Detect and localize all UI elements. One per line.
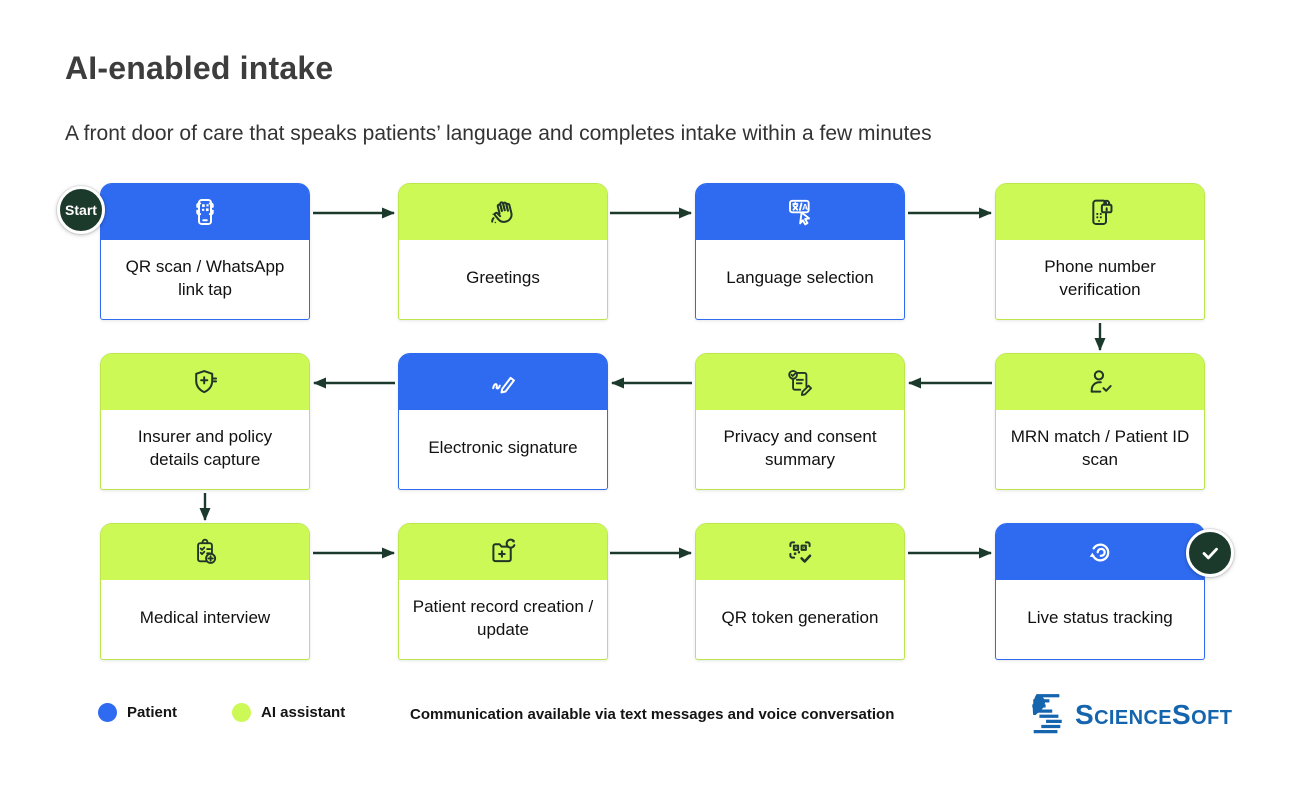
flow-step-language-selection: Language selection (695, 183, 905, 320)
flow-step-privacy-consent: Privacy and consent summary (695, 353, 905, 490)
flow-step-label: QR scan / WhatsApp link tap (125, 257, 285, 299)
flow-step-mrn-match: MRN match / Patient ID scan (995, 353, 1205, 490)
done-check-badge (1186, 529, 1234, 577)
language-translate-icon (784, 196, 816, 228)
sciencesoft-logo-text: ScienceSoft (1075, 699, 1233, 730)
qr-scan-phone-icon (189, 196, 221, 228)
check-icon (1202, 547, 1218, 560)
legend-patient-label: Patient (127, 704, 178, 721)
patient-id-check-icon (1084, 366, 1116, 398)
flow-step-label: Privacy and consent summary (723, 427, 877, 469)
flow-step-label: Language selection (726, 268, 874, 288)
waving-hand-icon (487, 196, 519, 228)
patient-record-folder-icon (487, 536, 519, 568)
flow-step-label: Live status tracking (1027, 608, 1173, 628)
medical-checklist-icon (189, 536, 221, 568)
start-badge: Start (57, 186, 105, 234)
flow-step-insurer-policy: Insurer and policy details capture (100, 353, 310, 490)
flow-step-electronic-signature: Electronic signature (398, 353, 608, 490)
page-title: AI-enabled intake (65, 50, 334, 86)
start-badge-label: Start (65, 202, 97, 218)
flow-step-qr-scan-whatsapp: QR scan / WhatsApp link tap (100, 183, 310, 320)
live-status-refresh-icon (1084, 536, 1116, 568)
flow-step-phone-verification: Phone number verification (995, 183, 1205, 320)
flow-step-medical-interview: Medical interview (100, 523, 310, 660)
communication-note: Communication available via text message… (410, 706, 895, 723)
flow-step-label: Medical interview (139, 608, 271, 628)
legend-ai-assistant: AI assistant (232, 703, 345, 722)
flow-step-qr-token: QR token generation (695, 523, 905, 660)
flow-step-greetings: Greetings (398, 183, 608, 320)
ai-assistant-color-dot (232, 703, 251, 722)
flow-step-label: QR token generation (721, 608, 879, 628)
flow-step-label: Patient record creation / update (412, 597, 594, 639)
flow-step-label: Greetings (466, 268, 540, 288)
flow-step-label: Electronic signature (428, 438, 578, 458)
consent-document-pen-icon (784, 366, 816, 398)
flow-step-patient-record: Patient record creation / update (398, 523, 608, 660)
legend-ai-label: AI assistant (261, 704, 346, 721)
legend-patient: Patient (98, 703, 177, 722)
insurance-shield-cross-icon (189, 366, 221, 398)
sciencesoft-logo-mark (1032, 694, 1062, 734)
sciencesoft-logo: ScienceSoft (1028, 692, 1232, 738)
patient-color-dot (98, 703, 117, 722)
flow-step-label: Insurer and policy details capture (137, 427, 273, 469)
signature-pen-icon (487, 366, 519, 398)
qr-token-check-icon (784, 536, 816, 568)
phone-lock-icon (1084, 196, 1116, 228)
flow-step-label: Phone number verification (1044, 257, 1156, 299)
flow-step-live-status: Live status tracking (995, 523, 1205, 660)
flow-step-label: MRN match / Patient ID scan (1010, 427, 1190, 469)
page-subtitle: A front door of care that speaks patient… (65, 122, 932, 145)
